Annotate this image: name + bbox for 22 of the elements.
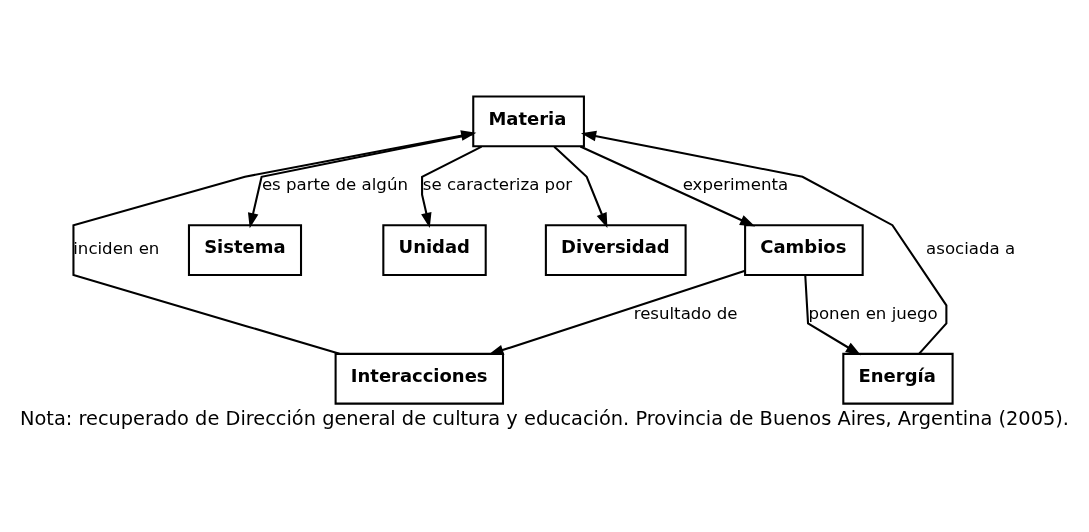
arrow [580, 130, 948, 355]
edge-label: se caracteriza por [422, 175, 573, 195]
edge-label: inciden en [73, 239, 160, 259]
edge-label: experimenta [682, 175, 789, 195]
node-box: Interacciones [334, 352, 505, 405]
arrow [804, 274, 861, 356]
node-box: Diversidad [544, 224, 687, 277]
node-box: Sistema [187, 224, 303, 277]
edge-label: resultado de [633, 303, 738, 323]
node-box: Energía [842, 352, 954, 405]
edge-label: asociada a [926, 239, 1016, 259]
node-box: Cambios [744, 224, 864, 277]
node-box: Unidad [382, 224, 487, 277]
edge-label: ponen en juego [808, 303, 938, 323]
arrow [421, 145, 483, 228]
arrow [579, 145, 756, 227]
caption: Nota: recuperado de Dirección general de cultura y educación. Provincia de Buenos Aires, Argentina (2005). [20, 406, 1069, 430]
edge-label: es parte de algún [261, 175, 408, 195]
arrow [247, 133, 473, 229]
node-box: Materia [472, 95, 585, 148]
arrow [553, 145, 608, 229]
arrow [488, 269, 746, 356]
